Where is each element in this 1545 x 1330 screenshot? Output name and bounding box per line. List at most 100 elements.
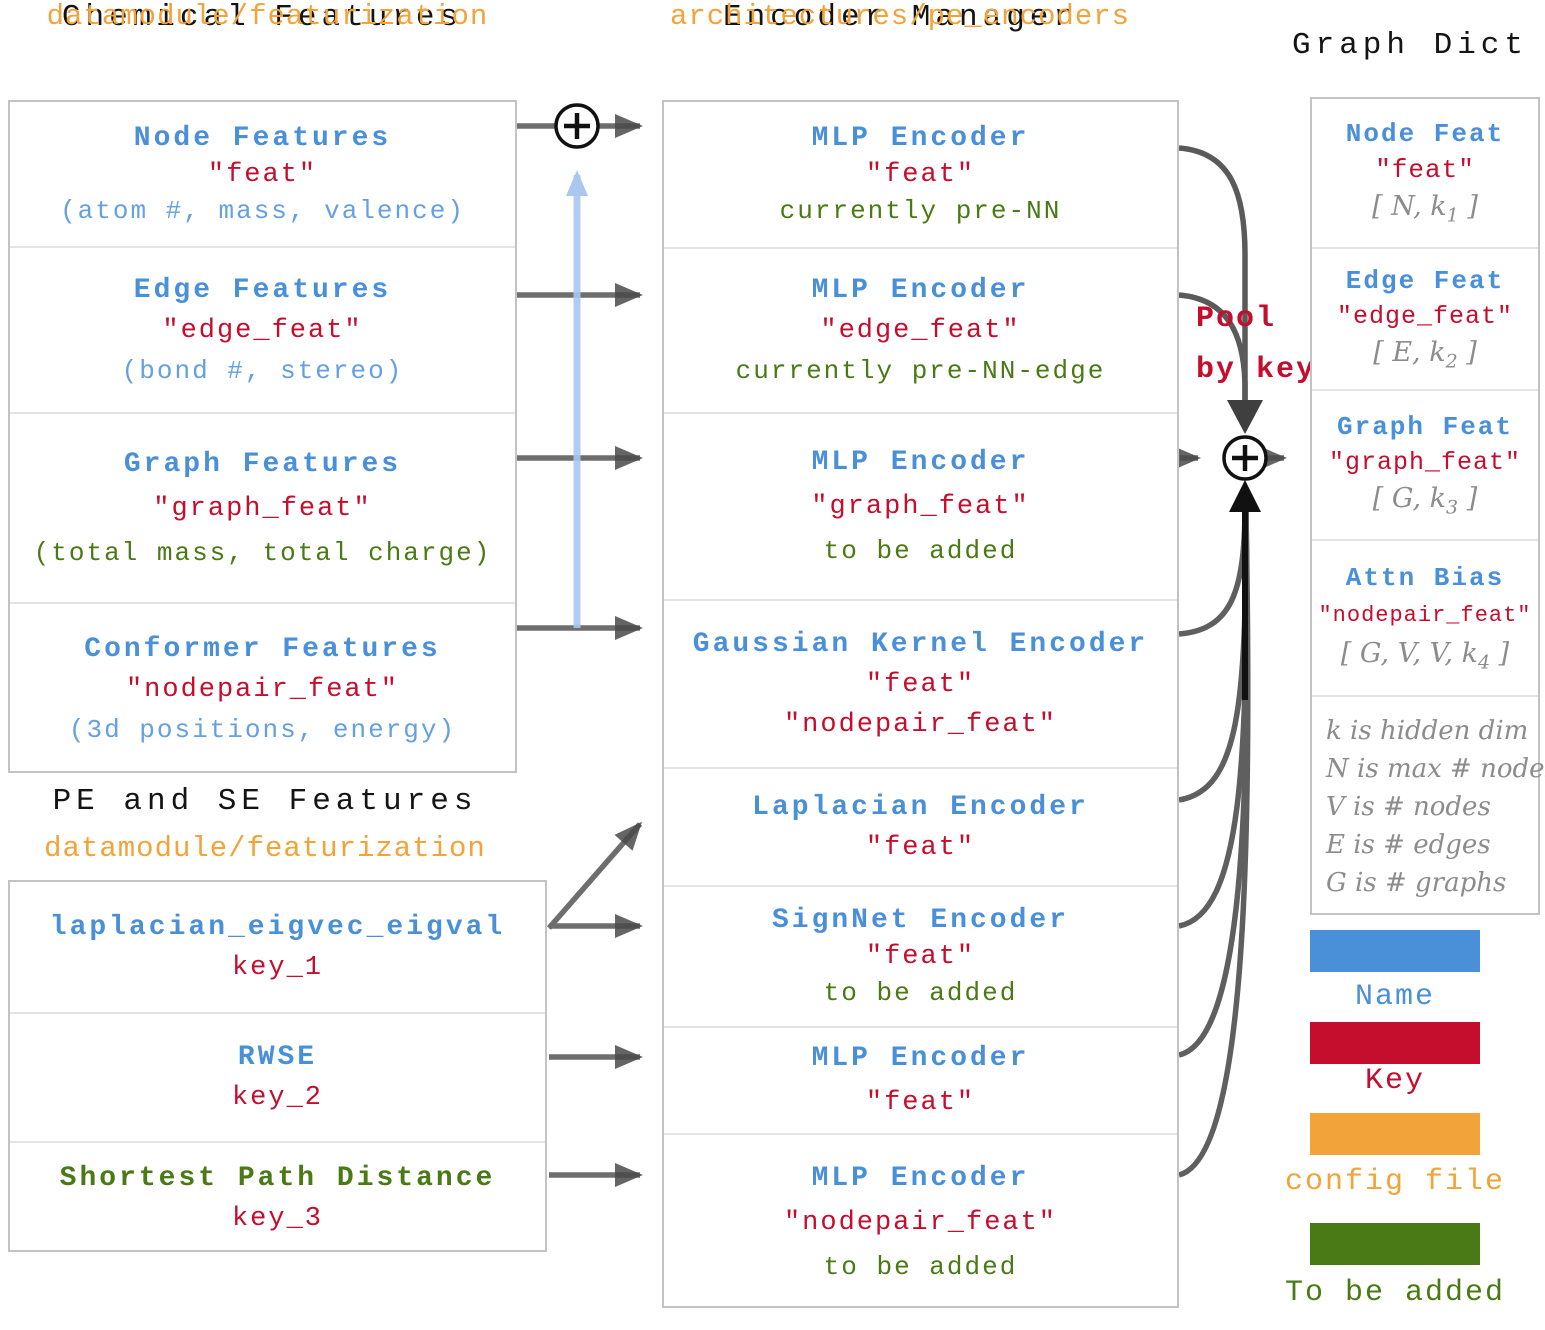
legend-label-config: config file <box>1284 1165 1506 1199</box>
encoder-manager-title: Encoder Manager <box>722 0 1078 35</box>
shape-post: ] <box>1457 336 1477 368</box>
feature-name: Shortest Path Distance <box>59 1163 496 1194</box>
dict-key: "nodepair_feat" <box>1318 602 1532 628</box>
chemical-features-box: Node Features "feat" (atom #, mass, vale… <box>8 100 517 773</box>
chemical-config-path: datamodule/featurization <box>46 0 489 33</box>
encoder-status: currently pre-NN <box>779 196 1062 226</box>
row-mlp-edge: MLP Encoder "edge_feat" currently pre-NN… <box>664 247 1177 412</box>
dict-key: "feat" <box>1375 155 1475 186</box>
feature-note: (bond #, stereo) <box>121 355 404 386</box>
pese-config-path: datamodule/featurization <box>44 832 486 865</box>
encoder-key: "nodepair_feat" <box>783 1208 1058 1238</box>
encoder-key: "feat" <box>865 1088 976 1118</box>
shape-sub: 4 <box>1477 651 1491 674</box>
encoder-status: to be added <box>823 536 1018 566</box>
feature-name: Conformer Features <box>84 634 441 665</box>
row-edge-feat: Edge Feat "edge_feat" [ E, k2 ] <box>1312 247 1538 389</box>
encoder-name: Gaussian Kernel Encoder <box>692 628 1149 660</box>
dim-note: k is hidden dim <box>1326 716 1529 746</box>
encoder-status: to be added <box>823 1252 1018 1282</box>
row-laplacian: laplacian_eigvec_eigval key_1 <box>10 882 545 1012</box>
shape-post: ] <box>1490 637 1510 669</box>
feature-key: key_3 <box>231 1204 323 1234</box>
pese-features-title: PE and SE Features <box>52 784 478 819</box>
curve-signnet <box>1178 511 1250 929</box>
pool-up-arrowhead <box>1229 480 1261 512</box>
sum-node-right <box>1222 435 1268 481</box>
dict-name: Attn Bias <box>1345 562 1505 593</box>
curve-mlp-pe <box>1178 511 1250 1058</box>
shape-sub: 3 <box>1446 496 1459 519</box>
dict-shape: [ N, k1 ] <box>1372 191 1478 226</box>
row-laplacian-encoder: Laplacian Encoder "feat" <box>664 767 1177 885</box>
row-graph-feat: Graph Feat "graph_feat" [ G, k3 ] <box>1312 389 1538 539</box>
pese-features-box: laplacian_eigvec_eigval key_1 RWSE key_2… <box>8 880 547 1252</box>
legend-label-name: Name <box>1354 980 1435 1014</box>
dict-key: "edge_feat" <box>1336 301 1514 331</box>
feature-key: key_1 <box>231 952 323 983</box>
shape-pre: [ N, k <box>1372 191 1447 223</box>
pool-by-key-label-line2: by key <box>1196 353 1317 387</box>
encoder-name: SignNet Encoder <box>771 905 1070 936</box>
dim-note: G is # graphs <box>1326 868 1507 898</box>
row-conformer-features: Conformer Features "nodepair_feat" (3d p… <box>10 602 515 775</box>
dict-key: "graph_feat" <box>1328 447 1522 477</box>
feature-key: "edge_feat" <box>162 315 363 346</box>
feature-name: RWSE <box>237 1042 318 1073</box>
legend-label-added: To be added <box>1284 1276 1506 1310</box>
row-dim-notes: k is hidden dim N is max # nodes V is # … <box>1312 695 1545 917</box>
shape-pre: [ G, k <box>1372 482 1447 514</box>
encoder-manager-box: MLP Encoder "feat" currently pre-NN MLP … <box>662 100 1179 1308</box>
dict-name: Graph Feat <box>1336 411 1514 442</box>
feature-key: "nodepair_feat" <box>125 675 400 705</box>
shape-post: ] <box>1458 191 1478 223</box>
shape-pre: [ G, V, V, k <box>1340 637 1478 669</box>
feature-name: Node Features <box>133 122 392 154</box>
encoder-name: MLP Encoder <box>811 275 1030 306</box>
dim-note: E is # edges <box>1326 830 1491 860</box>
encoder-status: currently pre-NN-edge <box>735 356 1106 386</box>
encoder-status: to be added <box>823 978 1018 1008</box>
encoder-key: "feat" <box>865 942 976 972</box>
curve-mlp-nodepair <box>1178 511 1251 1178</box>
dim-note: N is max # nodes <box>1326 754 1545 784</box>
pool-down-arrowhead <box>1227 400 1263 434</box>
encoder-key2: "nodepair_feat" <box>783 709 1058 740</box>
shape-post: ] <box>1458 482 1478 514</box>
encoder-key: "edge_feat" <box>820 316 1021 346</box>
row-gaussian-kernel: Gaussian Kernel Encoder "feat" "nodepair… <box>664 599 1177 767</box>
feature-note: (total mass, total charge) <box>33 537 492 568</box>
feature-name: Edge Features <box>133 274 392 306</box>
feature-key: "graph_feat" <box>153 493 372 524</box>
row-signnet-encoder: SignNet Encoder "feat" to be added <box>664 885 1177 1026</box>
row-edge-features: Edge Features "edge_feat" (bond #, stere… <box>10 246 515 412</box>
feature-key: "feat" <box>207 159 318 190</box>
legend-swatch-added <box>1310 1223 1480 1265</box>
encoder-name: MLP Encoder <box>811 123 1030 154</box>
pool-by-key-label-line1: Pool <box>1196 302 1277 336</box>
row-mlp-feat: MLP Encoder "feat" currently pre-NN <box>664 102 1177 247</box>
arrow-laplacian-diag <box>546 821 643 930</box>
encoder-key: "feat" <box>865 160 976 190</box>
chemical-features-title: Chemical Features <box>61 0 464 35</box>
dict-shape: [ G, k3 ] <box>1373 483 1477 518</box>
pool-bottom-curves <box>1178 511 1251 1178</box>
dict-shape: [ G, V, V, k4 ] <box>1341 638 1509 673</box>
legend-label-key: Key <box>1364 1064 1425 1098</box>
dict-shape: [ E, k2 ] <box>1373 337 1477 372</box>
row-node-features: Node Features "feat" (atom #, mass, vale… <box>10 102 515 246</box>
feature-name: Graph Features <box>123 448 402 480</box>
curve-gaussian <box>1178 511 1248 637</box>
row-rwse: RWSE key_2 <box>10 1012 545 1141</box>
feature-note: (3d positions, energy) <box>68 715 457 745</box>
feature-name: laplacian_eigvec_eigval <box>49 911 506 943</box>
shape-sub: 2 <box>1445 350 1458 373</box>
dict-name: Edge Feat <box>1345 265 1505 296</box>
shape-sub: 1 <box>1446 204 1459 227</box>
encoder-name: MLP Encoder <box>811 1043 1030 1074</box>
graph-dict-title: Graph Dict <box>1291 28 1529 63</box>
encoder-key: "feat" <box>865 832 976 863</box>
row-mlp-graph: MLP Encoder "graph_feat" to be added <box>664 412 1177 599</box>
graph-dict-box: Node Feat "feat" [ N, k1 ] Edge Feat "ed… <box>1310 97 1545 917</box>
